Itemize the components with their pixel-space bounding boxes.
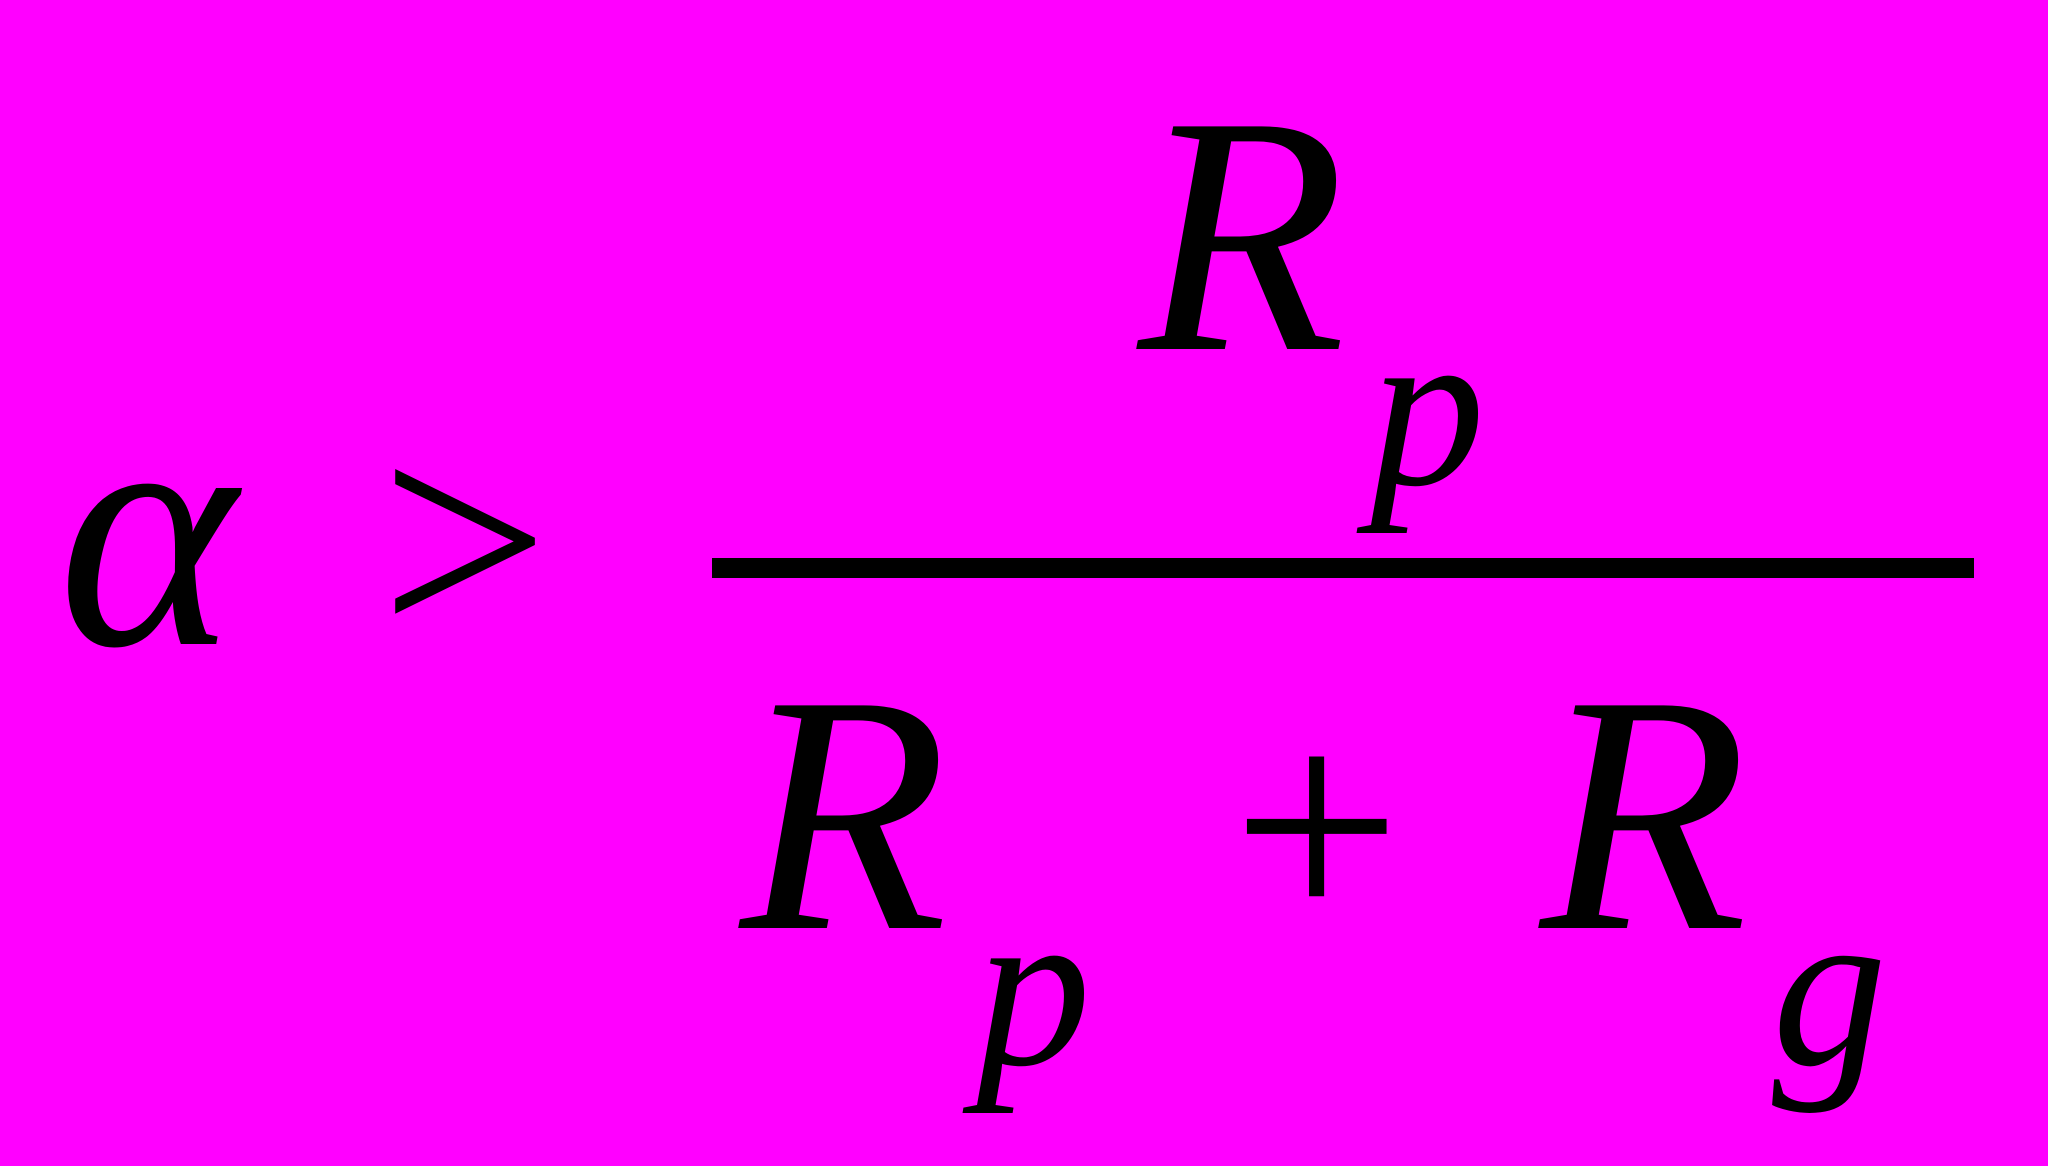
denominator-term1-subscript: p [976, 859, 1091, 1114]
denominator-term2-subscript: g [1772, 859, 1887, 1114]
plus-operator: + [1232, 659, 1402, 991]
numerator-symbol: R [1138, 46, 1346, 423]
denominator-term1-symbol: R [740, 625, 948, 1002]
greater-than-operator: > [380, 374, 550, 706]
denominator-term2-symbol: R [1540, 625, 1748, 1002]
fraction-bar [712, 558, 1974, 578]
numerator-subscript: p [1370, 279, 1485, 534]
alpha-symbol: α [58, 341, 237, 718]
